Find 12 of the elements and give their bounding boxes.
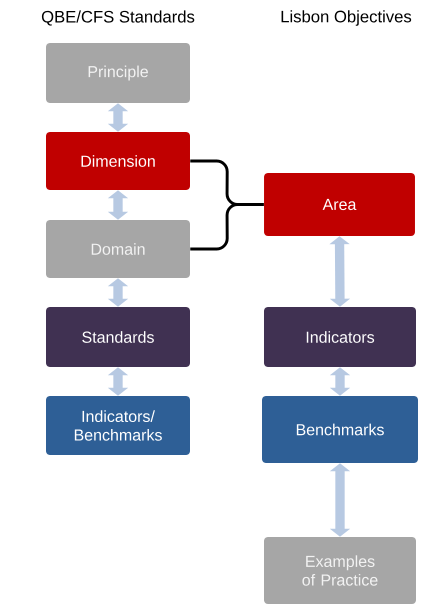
process-box: Indicators/ Benchmarks bbox=[46, 396, 190, 455]
process-box: Domain bbox=[46, 220, 190, 278]
process-box: Examples of Practice bbox=[264, 537, 416, 604]
process-box: Benchmarks bbox=[262, 396, 418, 463]
process-box: Standards bbox=[46, 307, 190, 367]
column-heading: Lisbon Objectives bbox=[282, 10, 412, 26]
column-heading: QBE/CFS Standards bbox=[42, 10, 194, 26]
process-box: Indicators bbox=[264, 307, 416, 367]
process-box: Area bbox=[264, 173, 415, 236]
process-box: Principle bbox=[46, 43, 190, 103]
bracket-connector bbox=[190, 203, 264, 250]
process-box: Dimension bbox=[46, 132, 190, 190]
